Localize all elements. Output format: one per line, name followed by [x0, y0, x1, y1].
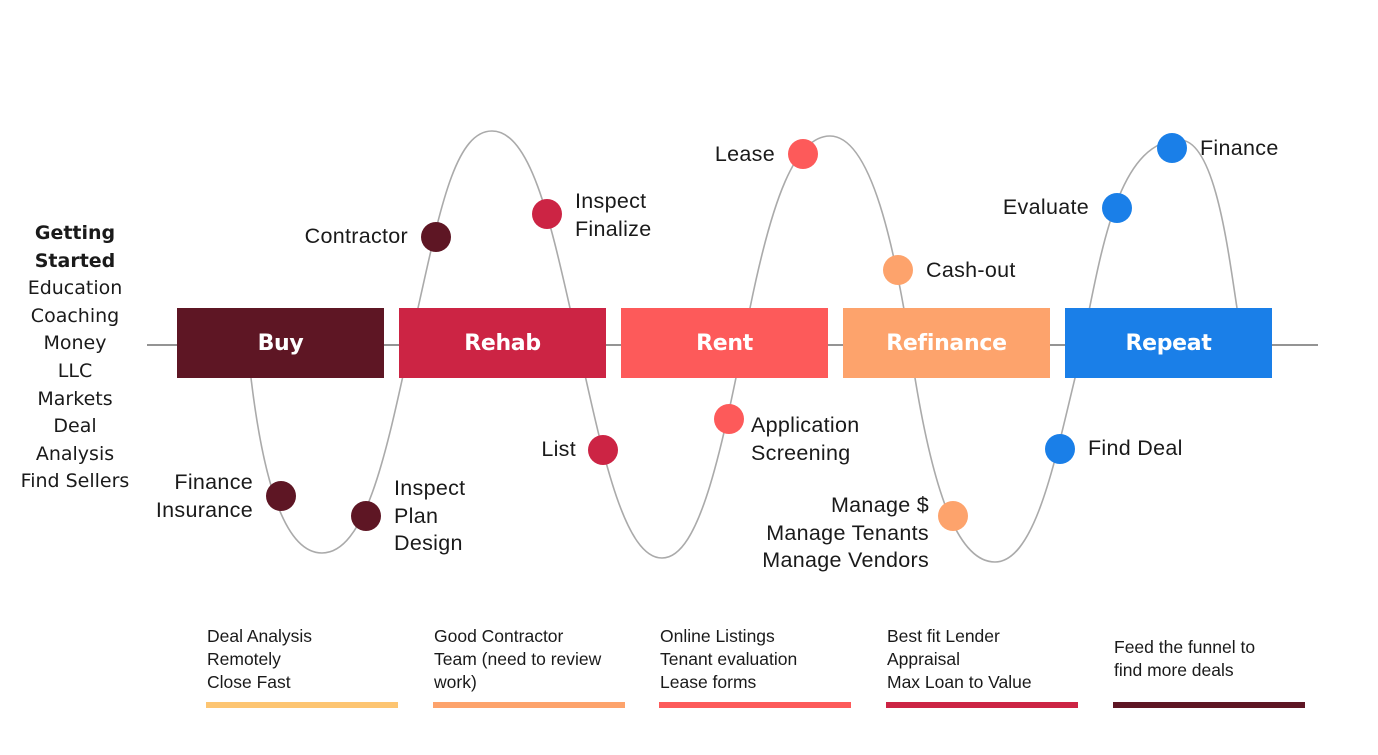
list-item: LLC: [57, 359, 93, 382]
label-text: Cash-out: [926, 258, 1016, 282]
label-text: Evaluate: [1002, 195, 1089, 219]
dot-cash-out: [883, 255, 913, 285]
label-text: Plan: [394, 503, 439, 528]
stage-label: Refinance: [886, 330, 1007, 356]
dot-manage: [938, 501, 968, 531]
label-text: Finance: [1200, 136, 1279, 160]
note-rehab: Good Contractor Team (need to review wor…: [434, 625, 601, 694]
label-inspect-finalize: Inspect Finalize: [575, 188, 652, 243]
stage-repeat: Repeat: [1065, 308, 1272, 378]
list-item: Analysis: [35, 442, 115, 465]
note-bar-refinance: [886, 702, 1078, 708]
stage-label: Rehab: [464, 330, 541, 356]
label-text: Inspect: [575, 189, 647, 213]
stage-rent: Rent: [621, 308, 828, 378]
getting-started-title-1: Getting: [34, 222, 116, 244]
label-text: Insurance: [155, 497, 253, 522]
stage-label: Repeat: [1125, 330, 1212, 356]
list-item: Find Sellers: [20, 470, 130, 493]
label-text: Finance: [174, 470, 253, 494]
note-line: Remotely: [207, 649, 281, 669]
label-find-deal: Find Deal: [1088, 435, 1183, 463]
note-line: find more deals: [1114, 660, 1234, 680]
label-text: Lease: [714, 142, 775, 166]
list-item: Money: [43, 332, 107, 355]
stage-refinance: Refinance: [843, 308, 1050, 378]
note-line: Deal Analysis: [207, 626, 313, 646]
list-item: Coaching: [30, 304, 120, 327]
list-item: Markets: [37, 387, 113, 410]
note-bar-rent: [659, 702, 851, 708]
note-line: Appraisal: [887, 649, 960, 669]
label-finance: Finance: [1200, 135, 1279, 163]
label-manage: Manage $ Manage Tenants Manage Vendors: [762, 492, 929, 575]
label-list: List: [541, 436, 576, 464]
label-text: Design: [394, 531, 463, 555]
label-text: Finalize: [575, 216, 652, 241]
label-text: Application: [751, 413, 860, 437]
label-text: Manage $: [830, 493, 929, 517]
note-rent: Online Listings Tenant evaluation Lease …: [660, 625, 797, 694]
stage-label: Buy: [257, 330, 304, 356]
label-text: List: [541, 437, 576, 461]
label-finance-insurance: Finance Insurance: [156, 469, 253, 524]
dot-finance-insurance: [266, 481, 296, 511]
note-line: Feed the funnel to: [1114, 637, 1256, 657]
getting-started-list: Getting Started Education Coaching Money…: [10, 220, 140, 496]
note-line: work): [434, 672, 477, 692]
stage-rehab: Rehab: [399, 308, 606, 378]
note-bar-buy: [206, 702, 398, 708]
note-line: Close Fast: [207, 672, 291, 692]
note-bar-rehab: [433, 702, 625, 708]
note-buy: Deal Analysis Remotely Close Fast: [207, 625, 312, 694]
label-text: Manage Tenants: [766, 520, 929, 545]
list-item: Deal: [53, 415, 97, 438]
label-text: Find Deal: [1088, 436, 1183, 460]
note-line: Good Contractor: [434, 626, 564, 646]
label-text: Manage Vendors: [762, 548, 929, 572]
dot-inspect-plan: [351, 501, 381, 531]
label-evaluate: Evaluate: [1003, 194, 1089, 222]
label-application-screening: Application Screening: [751, 412, 859, 467]
dot-evaluate: [1102, 193, 1132, 223]
label-text: Contractor: [304, 224, 408, 248]
note-line: Lease forms: [660, 672, 757, 692]
note-repeat: Feed the funnel to find more deals: [1114, 636, 1255, 682]
dot-lease: [788, 139, 818, 169]
stage-label: Rent: [696, 330, 753, 356]
note-bar-repeat: [1113, 702, 1305, 708]
getting-started-title-2: Started: [34, 249, 116, 272]
note-line: Best fit Lender: [887, 626, 1000, 646]
dot-list: [588, 435, 618, 465]
list-item: Education: [27, 277, 123, 300]
note-line: Team (need to review: [434, 649, 602, 669]
dot-inspect-finalize: [532, 199, 562, 229]
note-line: Online Listings: [660, 626, 775, 646]
note-line: Max Loan to Value: [887, 672, 1032, 692]
dot-finance: [1157, 133, 1187, 163]
label-text: Screening: [751, 440, 851, 465]
label-lease: Lease: [715, 141, 775, 169]
note-line: Tenant evaluation: [660, 649, 798, 669]
label-text: Inspect: [394, 476, 466, 500]
stage-buy: Buy: [177, 308, 384, 378]
label-inspect-plan-design: Inspect Plan Design: [394, 475, 465, 558]
dot-application: [714, 404, 744, 434]
note-refinance: Best fit Lender Appraisal Max Loan to Va…: [887, 625, 1032, 694]
dot-find-deal: [1045, 434, 1075, 464]
label-contractor: Contractor: [305, 223, 408, 251]
label-cash-out: Cash-out: [926, 257, 1016, 285]
dot-contractor: [421, 222, 451, 252]
